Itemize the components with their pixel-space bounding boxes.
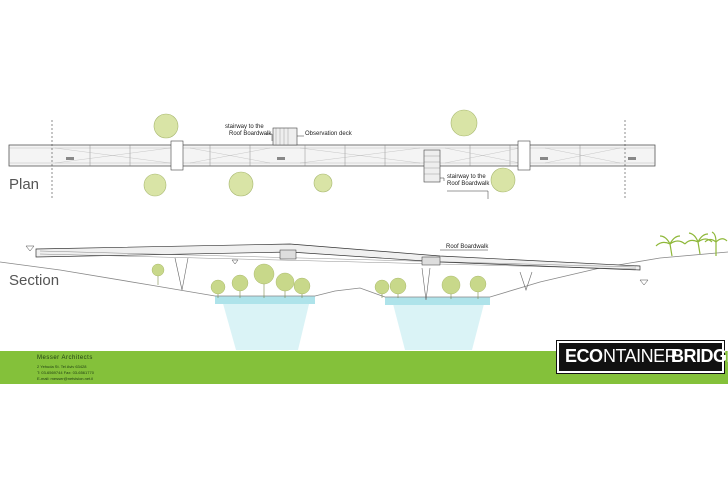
water-left: [215, 296, 315, 304]
plan-view: [8, 109, 656, 200]
stairway-label-2-line-2: Roof Boardwalk: [447, 181, 490, 187]
roof-boardwalk-box: [279, 249, 297, 260]
section-title: Section: [9, 272, 60, 289]
stairway-label-2-line-1: stairway to the: [447, 174, 486, 180]
logo-eco: ECO: [565, 346, 603, 366]
water-column-left: [222, 300, 310, 350]
stairway-label-1-line-2: Roof Boardwalk: [229, 131, 272, 137]
observation-deck: [272, 127, 298, 146]
section-trees: [151, 263, 487, 295]
project-logo: ECO NTAINER BRIDGE: [557, 341, 728, 373]
company-email: E-mail: messer@netvision.net.il: [37, 376, 94, 381]
tree: [490, 167, 516, 193]
plan-trees: [143, 109, 516, 197]
plan-deck: [8, 144, 656, 167]
tree: [231, 274, 249, 292]
tree: [450, 109, 478, 137]
tree: [153, 113, 179, 139]
section-view: [0, 231, 728, 350]
stairway-label-1-line-1: stairway to the: [225, 124, 264, 130]
company-name: Messer Architects: [37, 355, 93, 361]
tree: [313, 173, 333, 193]
pier: [170, 140, 184, 171]
company-phone: T: 03-6569744 Fax: 03-6561770: [37, 370, 94, 375]
palm-trees: [655, 231, 728, 257]
tree: [293, 277, 311, 295]
company-info: Messer Architects 2 Yehuda St. Tel Aviv …: [9, 353, 124, 381]
tree: [389, 277, 407, 295]
logo-bridge: BRIDGE: [671, 346, 728, 366]
tree: [143, 173, 167, 197]
roof-boardwalk-label: Roof Boardwalk: [446, 244, 489, 250]
plan-title: Plan: [9, 176, 40, 193]
tree: [469, 275, 487, 293]
tree: [228, 171, 254, 197]
tree: [210, 279, 226, 295]
logo-ntainer: NTAINER: [603, 346, 678, 366]
section-deck: [35, 243, 641, 271]
company-address: 2 Yehuda St. Tel Aviv 63428: [37, 364, 87, 369]
tree: [151, 263, 165, 277]
tree: [441, 275, 461, 295]
stairway: [423, 149, 441, 183]
pier: [517, 140, 531, 171]
tree: [253, 263, 275, 285]
observation-deck-label: Observation deck: [305, 131, 352, 137]
water-right: [385, 297, 490, 305]
water-column-right: [392, 300, 485, 350]
ground-line: [0, 251, 728, 298]
tree: [275, 272, 295, 292]
tree: [374, 279, 390, 295]
